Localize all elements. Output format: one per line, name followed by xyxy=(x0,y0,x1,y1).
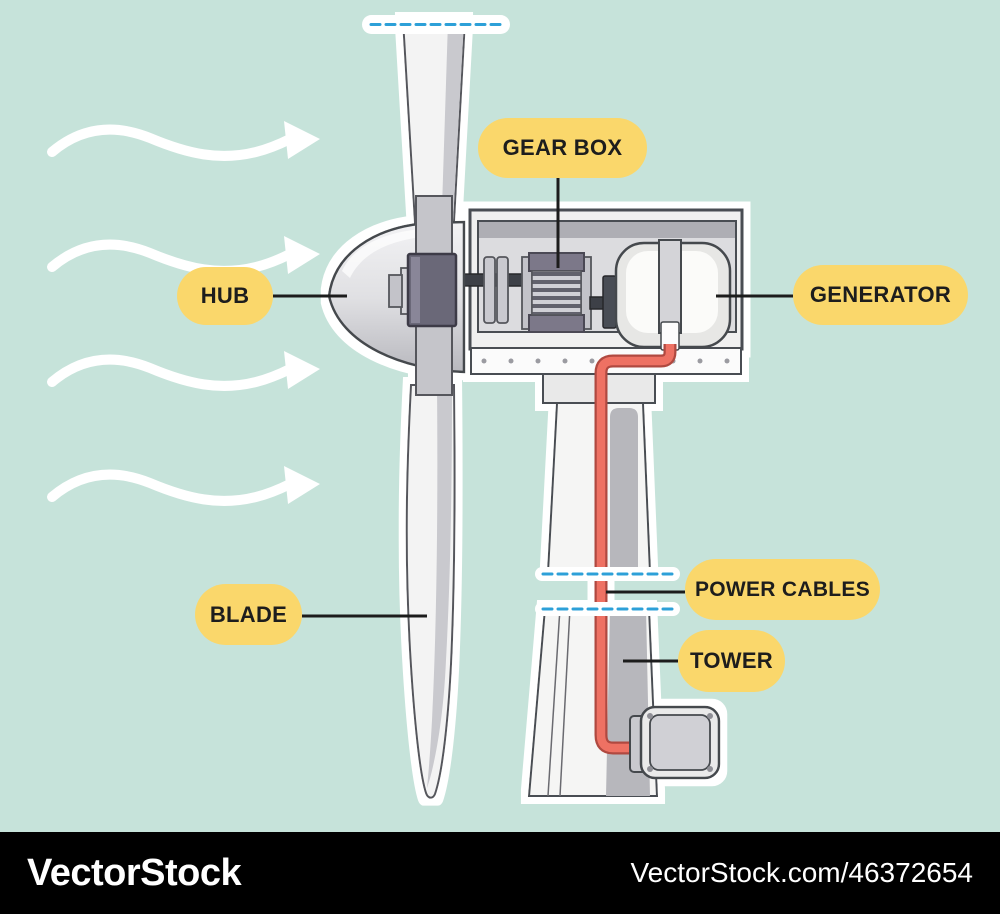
callout-gear-box-label: GEAR BOX xyxy=(502,135,623,160)
hub-spacer-small xyxy=(388,274,403,308)
watermark-credit-text: VectorStock.com/46372654 xyxy=(630,857,973,888)
callout-generator: GENERATOR xyxy=(793,265,968,325)
callout-lines xyxy=(273,178,793,663)
turbine-illustration xyxy=(0,15,793,799)
callout-gear-box: GEAR BOX xyxy=(478,118,647,178)
blade-lower xyxy=(405,384,456,799)
junction-box xyxy=(629,705,721,780)
callout-power-cables-label: POWER CABLES xyxy=(694,577,871,601)
shaft-coupling xyxy=(483,256,509,324)
callout-tower: TOWER xyxy=(678,630,785,692)
cut-markers xyxy=(362,15,680,616)
wind-arrow-icon xyxy=(52,351,320,389)
generator-strap xyxy=(658,239,682,334)
callout-blade: BLADE xyxy=(195,584,302,645)
generator-body xyxy=(614,239,732,351)
power-cable xyxy=(594,344,677,755)
watermark-bar: VectorStock VectorStock.com/46372654 xyxy=(0,832,1000,914)
junction-box-screws xyxy=(647,713,713,772)
wind-turbine xyxy=(327,19,744,799)
wind-arrow-icon xyxy=(52,466,320,504)
callout-tower-label: TOWER xyxy=(690,648,773,673)
callout-hub-label: HUB xyxy=(200,283,250,308)
wind-arrow-icon xyxy=(52,121,320,159)
watermark-logo-text: VectorStock xyxy=(27,851,242,894)
wind-arrow-icon xyxy=(52,236,320,274)
hub-block xyxy=(406,252,458,328)
gearbox xyxy=(521,252,592,333)
gearbox-ribs xyxy=(531,270,582,316)
callout-blade-label: BLADE xyxy=(209,601,288,627)
callout-hub: HUB xyxy=(177,267,273,325)
callout-power-cables: POWER CABLES xyxy=(685,559,880,620)
generator-flange xyxy=(602,275,617,329)
callout-generator-label: GENERATOR xyxy=(809,282,952,307)
